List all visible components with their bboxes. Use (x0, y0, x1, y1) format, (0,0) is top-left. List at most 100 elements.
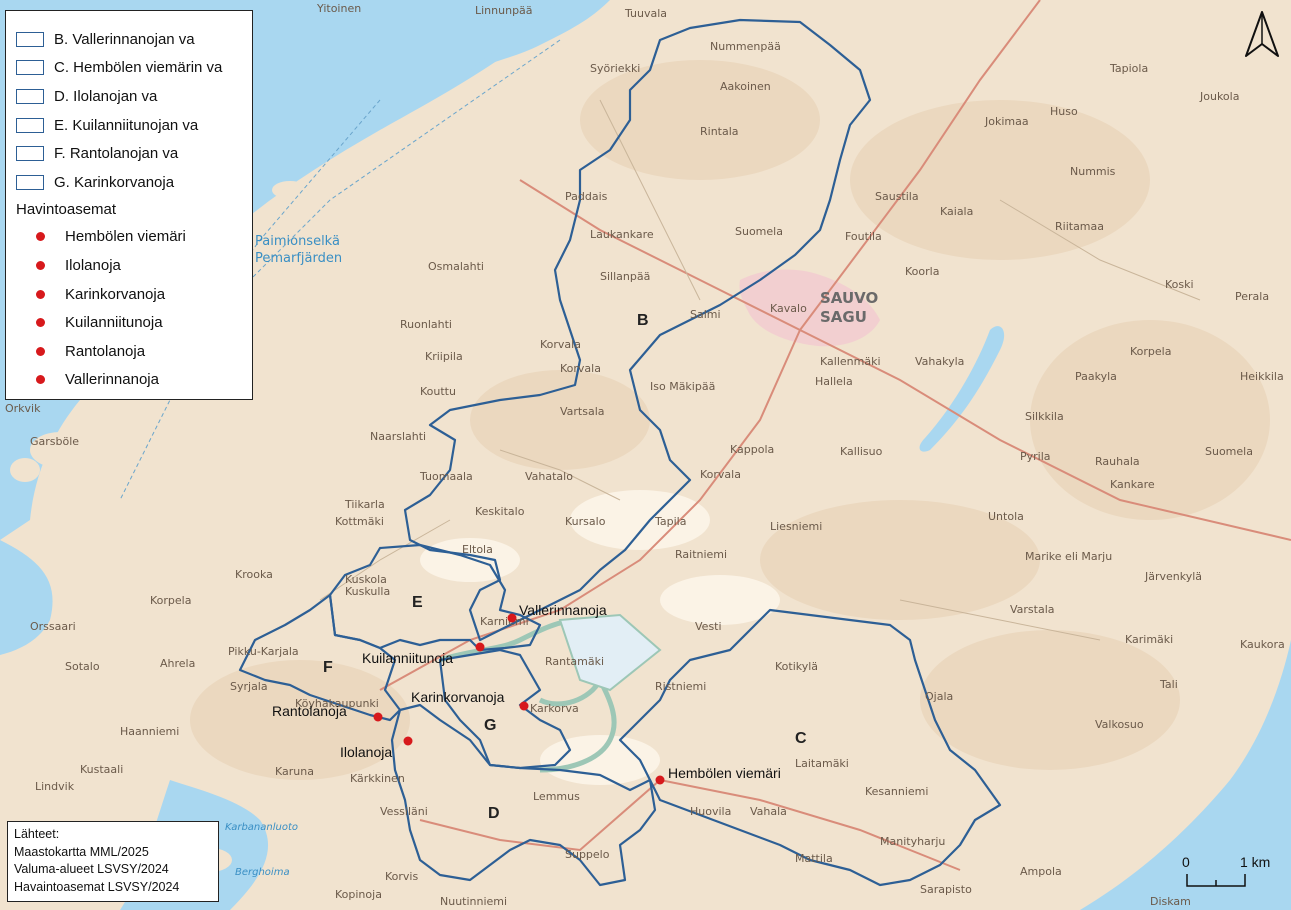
legend-item-area-e: E. Kuilanniitunojan va (16, 111, 252, 140)
place-label: Jokimaa (984, 115, 1029, 128)
legend-label: Karinkorvanoja (65, 285, 166, 303)
legend-item-area-d: D. Ilolanojan va (16, 82, 252, 111)
stations: Vallerinnanoja Kuilanniitunoja Karinkorv… (272, 602, 781, 785)
area-swatch (16, 117, 44, 133)
station-dot-icon (36, 289, 45, 299)
place-label: Paakyla (1075, 370, 1117, 383)
place-label: Saustila (875, 190, 919, 203)
place-label: Keskitalo (475, 505, 525, 518)
place-label: Krooka (235, 568, 273, 581)
place-label: Eltola (462, 543, 493, 556)
terrain-patches (190, 60, 1270, 780)
place-label: Nummis (1070, 165, 1116, 178)
station-ilolanoja[interactable] (403, 736, 413, 746)
scale-bar-graphic (1186, 874, 1246, 887)
station-dot-icon (36, 318, 45, 328)
place-label: Vahakyla (915, 355, 964, 368)
boundary-b (403, 18, 872, 642)
place-label: Korvala (560, 362, 601, 375)
place-label: Tuuvala (624, 7, 667, 20)
station-label: Rantolanoja (272, 703, 347, 719)
place-label: Ampola (1020, 865, 1062, 878)
place-label: Huso (1050, 105, 1078, 118)
place-label: Garsböle (30, 435, 79, 448)
place-label: Nuutinniemi (440, 895, 507, 908)
scale-end-label: 1 km (1240, 854, 1271, 870)
sea-channel (470, 0, 610, 70)
place-label: Riitamaa (1055, 220, 1104, 233)
place-label: Tuomaala (419, 470, 473, 483)
source-line: Havaintoasemat LSVSY/2024 (14, 879, 180, 894)
place-label: Untola (988, 510, 1024, 523)
place-label: Syöriekki (590, 62, 640, 75)
place-label: Varstala (1010, 603, 1055, 616)
place-label: Valkosuo (1095, 718, 1144, 731)
place-label: Raitniemi (675, 548, 727, 561)
place-label: Kustaali (80, 763, 123, 776)
urban-sauvo (739, 269, 880, 347)
source-line: Maastokartta MML/2025 (14, 844, 149, 859)
station-kuilanniitunoja[interactable] (475, 642, 485, 652)
place-label: Lemmus (533, 790, 580, 803)
station-karinkorvanoja[interactable] (519, 701, 529, 711)
catchment-boundaries (238, 18, 1002, 887)
place-label: Perala (1235, 290, 1269, 303)
place-label: Yitoinen (316, 2, 361, 15)
legend-label: Ilolanoja (65, 256, 121, 274)
place-label: Liesniemi (770, 520, 822, 533)
place-label: Järvenkylä (1144, 570, 1202, 583)
place-label: Rintala (700, 125, 739, 138)
station-vallerinnanoja[interactable] (507, 613, 517, 623)
station-label: Vallerinnanoja (519, 602, 607, 618)
sea-left-lower (0, 540, 53, 655)
place-label: Manityharju (880, 835, 945, 848)
legend-label: Rantolanoja (65, 342, 146, 360)
place-label: Vahala (750, 805, 787, 818)
legend-item-area-f: F. Rantolanojan va (16, 139, 252, 168)
source-line: Valuma-alueet LSVSY/2024 (14, 862, 169, 876)
place-label: Orssaari (30, 620, 76, 633)
place-label: Kouttu (420, 385, 456, 398)
legend-item-station: Ilolanoja (16, 251, 252, 280)
place-label: Karkorva (530, 702, 579, 715)
legend-item-area-c: C. Hembölen viemärin va (16, 54, 252, 83)
sea-name-swedish: Pemarfjärden (255, 251, 342, 266)
station-dot-icon (36, 232, 45, 242)
place-label: Karuna (275, 765, 314, 778)
legend-label: E. Kuilanniitunojan va (54, 116, 199, 134)
legend-item-station: Hembölen viemäri (16, 223, 252, 252)
place-label: Koorla (905, 265, 939, 278)
place-label: Tapiola (1109, 62, 1148, 75)
place-label: Iso Mäkipää (650, 380, 715, 393)
place-label: Marike eli Marju (1025, 550, 1112, 563)
place-label: Kaukora (1240, 638, 1285, 651)
station-rantolanoja[interactable] (373, 712, 383, 722)
river-mouth (558, 613, 662, 692)
place-label: Kavalo (770, 302, 807, 315)
place-label: Kankare (1110, 478, 1155, 491)
place-label: Vesti (695, 620, 722, 633)
place-label: Tapila (654, 515, 686, 528)
area-swatch (16, 174, 44, 190)
sea-bottom-right (1080, 640, 1291, 910)
place-label: Korvala (700, 468, 741, 481)
place-label: Sotalo (65, 660, 100, 673)
station-hembolen-viemari[interactable] (655, 775, 665, 785)
station-label: Hembölen viemäri (668, 765, 781, 781)
legend-label: G. Karinkorvanoja (54, 173, 175, 191)
legend-item-station: Rantolanoja (16, 337, 252, 366)
legend-item-station: Karinkorvanoja (16, 280, 252, 309)
place-labels: Yitoinen Linnunpää Tuuvala Nummenpää Syö… (5, 2, 1285, 908)
place-label: Huovila (690, 805, 731, 818)
station-label: Karinkorvanoja (411, 689, 505, 705)
place-label: Sillanpää (600, 270, 650, 283)
place-label: Kursalo (565, 515, 606, 528)
place-label: Tali (1159, 678, 1178, 691)
place-label: Suppelo (565, 848, 610, 861)
legend-label: Hembölen viemäri (65, 228, 186, 246)
place-label: Korpela (1130, 345, 1171, 358)
station-label: Kuilanniitunoja (362, 650, 453, 666)
place-label: Laukankare (590, 228, 654, 241)
place-label: Kotikylä (775, 660, 818, 673)
place-label: Rantamäki (545, 655, 604, 668)
